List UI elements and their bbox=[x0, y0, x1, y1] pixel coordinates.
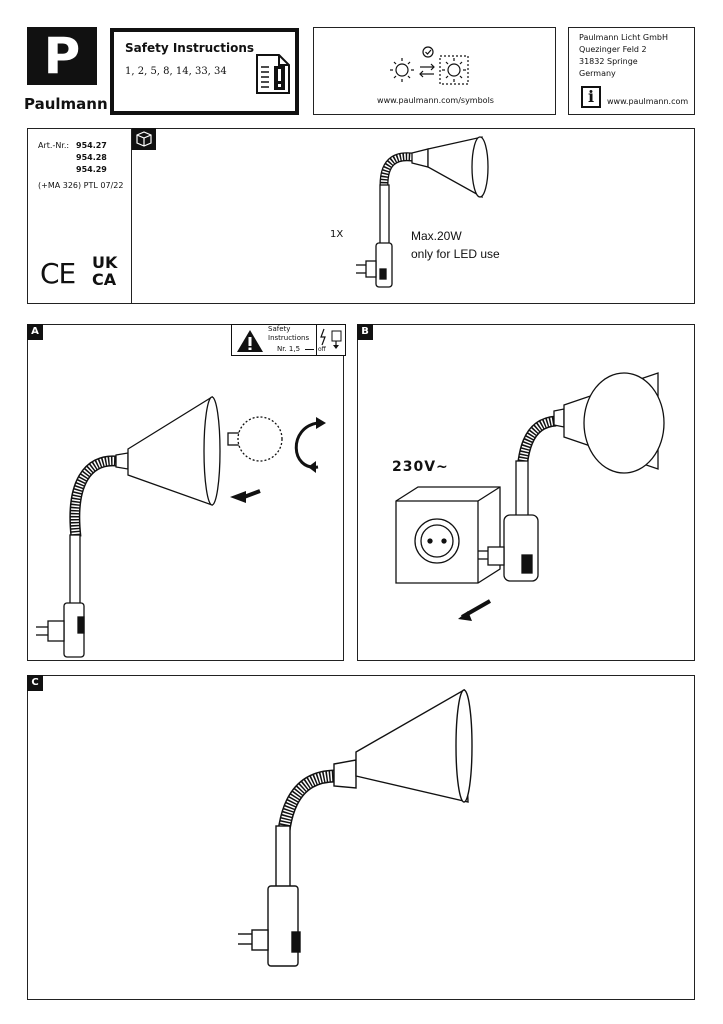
panel-b-illustration bbox=[395, 372, 665, 621]
notice-divider bbox=[316, 325, 317, 355]
panel-a-illustration bbox=[36, 395, 326, 658]
power-off-icon bbox=[320, 328, 342, 349]
panel-b-label: B bbox=[357, 324, 373, 340]
article-label: Art.-Nr.: bbox=[38, 141, 70, 150]
panel-a: A Safety Instructions Nr. 1,5 off bbox=[27, 324, 346, 661]
brand-name: Paulmann bbox=[24, 95, 108, 113]
panel-a-safety-line1: Safety bbox=[268, 325, 291, 333]
article-number-2: 954.28 bbox=[76, 153, 107, 162]
light-switching-icon bbox=[390, 46, 469, 85]
article-code: (+MA 326) PTL 07/22 bbox=[38, 181, 124, 190]
symbols-box: www.paulmann.com/symbols bbox=[313, 27, 556, 115]
article-number-1: 954.27 bbox=[76, 141, 107, 150]
logo-letter: P bbox=[43, 27, 81, 85]
ref-dash bbox=[305, 349, 314, 350]
max-power-label: Max.20W bbox=[411, 229, 462, 243]
paulmann-logo: P Paulmann bbox=[24, 27, 108, 117]
warning-icon bbox=[237, 330, 263, 352]
package-icon bbox=[136, 131, 152, 147]
safety-instructions-box: Safety Instructions 1, 2, 5, 8, 14, 33, … bbox=[110, 28, 299, 115]
safety-document-icon bbox=[256, 54, 290, 94]
package-icon-tag bbox=[132, 128, 156, 150]
company-city: 31832 Springe bbox=[579, 57, 638, 66]
voltage-label: 230V~ bbox=[392, 459, 449, 475]
panel-c-illustration bbox=[238, 688, 473, 967]
panel-b: B 230V~ bbox=[357, 324, 695, 661]
company-country: Germany bbox=[579, 69, 616, 78]
company-box: Paulmann Licht GmbH Quezinger Feld 2 318… bbox=[568, 27, 695, 115]
company-street: Quezinger Feld 2 bbox=[579, 45, 647, 54]
logo-mark: P bbox=[27, 27, 97, 85]
column-divider bbox=[131, 129, 132, 303]
panel-c-label: C bbox=[27, 675, 43, 691]
ukca-mark-bottom: CA bbox=[92, 270, 117, 289]
company-name: Paulmann Licht GmbH bbox=[579, 33, 668, 42]
panel-a-label: A bbox=[27, 324, 43, 340]
safety-numbers: 1, 2, 5, 8, 14, 33, 34 bbox=[125, 66, 227, 77]
ukca-mark-top: UK bbox=[92, 253, 118, 272]
panel-a-safety-ref: Nr. 1,5 bbox=[277, 345, 301, 353]
info-icon: i bbox=[581, 86, 601, 108]
power-off-label: off bbox=[318, 346, 326, 353]
panel-c: C bbox=[27, 675, 695, 1000]
safety-title: Safety Instructions bbox=[125, 41, 255, 55]
article-number-3: 954.29 bbox=[76, 165, 107, 174]
panel-a-safety-line2: Instructions bbox=[268, 334, 310, 342]
company-website: www.paulmann.com bbox=[607, 97, 689, 106]
quantity-label: 1X bbox=[330, 229, 344, 240]
led-note-label: only for LED use bbox=[411, 247, 500, 261]
panel-a-safety-notice: Safety Instructions Nr. 1,5 off bbox=[231, 324, 346, 356]
product-info-section: Art.-Nr.: 954.27 954.28 954.29 (+MA 326)… bbox=[27, 128, 695, 304]
ce-mark: CE bbox=[40, 257, 76, 290]
symbols-url: www.paulmann.com/symbols bbox=[377, 96, 494, 105]
lamp-product-illustration bbox=[356, 136, 489, 288]
